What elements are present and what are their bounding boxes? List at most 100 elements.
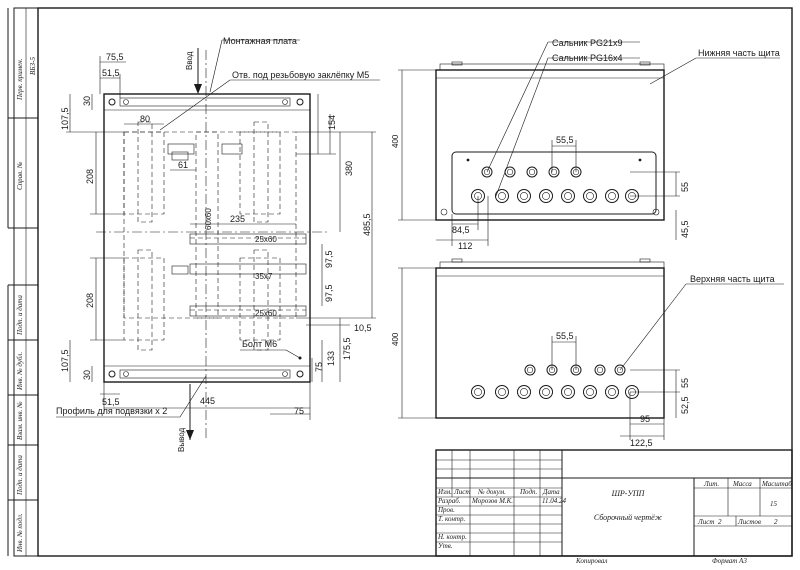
- gland-pg16-upper: [594, 364, 606, 376]
- thread-hole: [282, 371, 288, 377]
- profile-label: Профиль для подвязки х 2: [56, 406, 167, 416]
- upper-part-view: 400 55,5 55 52,5 95 122,5 Верхняя часть …: [391, 258, 784, 448]
- tb-massa: Масса: [732, 480, 752, 488]
- gland-pg21-lower: [517, 189, 531, 203]
- dim-51-5-bot: 51,5: [102, 397, 120, 407]
- gland-pg21-lower: [539, 189, 553, 203]
- gland-pg16-lower: [481, 166, 493, 178]
- corner-hole: [296, 370, 304, 378]
- gland-pg16-lower-inner: [506, 168, 514, 176]
- dim-55-bot: 55: [680, 378, 690, 388]
- gland-pg16-lower: [548, 166, 560, 178]
- thread-hole: [123, 99, 129, 105]
- side-code: ВБЗ-5: [29, 57, 37, 75]
- cable-glands: [466, 158, 642, 399]
- gland-pg21-lower-inner: [564, 192, 572, 200]
- tb-scale-value: 15: [770, 500, 778, 508]
- dim-52-5: 52,5: [680, 396, 690, 414]
- dim-61: 61: [178, 160, 188, 170]
- corner-hole: [296, 98, 304, 106]
- side-sprav: Справ. №: [16, 161, 24, 190]
- gland-pg21-lower: [583, 189, 597, 203]
- dim-485-5: 485,5: [362, 213, 372, 236]
- dim-55-5-bot: 55,5: [556, 331, 574, 341]
- gland-pg16-upper: [614, 364, 626, 376]
- screw-dot: [638, 158, 642, 162]
- gland-pg21-upper: [539, 385, 553, 399]
- dim-75-bot: 75: [294, 406, 304, 416]
- dim-30-bot: 30: [82, 370, 92, 380]
- dim-51-5-top: 51,5: [102, 68, 120, 78]
- dim-97-5-a: 97,5: [324, 250, 334, 268]
- tb-doc-name: Сборочный чертёж: [594, 513, 663, 522]
- tb-data: Дата: [542, 488, 560, 496]
- tb-sheets-label: Листов: [737, 518, 761, 526]
- dim-445: 445: [200, 396, 215, 406]
- gland-pg21-lower: [605, 189, 619, 203]
- side-vzam-inv: Взам. инв. №: [16, 401, 24, 440]
- gland-pg21-upper-inner: [520, 388, 528, 396]
- mounting-plate-view: 25х60 35х7 25х60 60х60 Ввод Вывод Монтаж…: [56, 36, 380, 452]
- tb-izm: Изм.: [437, 488, 452, 496]
- mounting-plate-label: Монтажная плата: [223, 36, 297, 46]
- dim-112: 112: [458, 241, 472, 251]
- gland-pg16-upper-inner: [526, 366, 534, 374]
- tb-list: Лист: [453, 488, 470, 496]
- dim-107-5-bot: 107,5: [60, 349, 70, 372]
- gland-pg21-upper: [561, 385, 575, 399]
- dim-154: 154: [327, 115, 337, 130]
- gland-pg21-upper-inner: [628, 388, 636, 396]
- gland-pg21-upper: [583, 385, 597, 399]
- gland-pg21-upper: [495, 385, 509, 399]
- dim-380: 380: [344, 161, 354, 176]
- gland-pg21-upper: [605, 385, 619, 399]
- dim-75-5: 75,5: [106, 52, 124, 62]
- gland-pg21-lower: [471, 189, 485, 203]
- rail-25x60-b: 25х60: [255, 309, 277, 318]
- top-slot: [119, 97, 291, 107]
- tb-designation: ШР-УПП: [611, 489, 646, 498]
- dim-30-top: 30: [82, 96, 92, 106]
- tb-podp: Подп.: [519, 488, 538, 496]
- side-inv-podl: Инв. № подл.: [16, 513, 24, 553]
- plate-dimensions: 75,5 51,5 30 107,5 80 61 208 154 380: [60, 52, 376, 420]
- lower-part-label: Нижняя часть щита: [698, 48, 780, 58]
- screw-dot: [466, 158, 470, 162]
- gland-pg21-lower-inner: [586, 192, 594, 200]
- dim-55-top: 55: [680, 182, 690, 192]
- gland-pg21-lower: [495, 189, 509, 203]
- dim-10-5: 10,5: [354, 323, 372, 333]
- gland-pg16-upper: [546, 364, 558, 376]
- gland-pg16-lower-inner: [550, 168, 558, 176]
- side-podp-data-2: Подп. и дата: [16, 455, 24, 496]
- lower-part-view: 400 55,5 55 45,5 84,5 112 Сальник PG21x9…: [391, 38, 780, 251]
- gland-pg21-lower: [625, 189, 639, 203]
- gland-pg21-upper-inner: [542, 388, 550, 396]
- tb-razrab-name: Морозов М.К.: [471, 497, 513, 505]
- dim-208-bot: 208: [85, 293, 95, 308]
- gland-pg21-upper-inner: [498, 388, 506, 396]
- tb-sheet-value: 2: [718, 518, 722, 526]
- dim-80: 80: [140, 114, 150, 124]
- plate-outline: [103, 93, 311, 383]
- output-label: Вывод: [177, 427, 186, 452]
- corner-hole: [108, 370, 116, 378]
- gland-pg16-upper-inner: [572, 366, 580, 374]
- gland-pg16-upper-inner: [548, 366, 556, 374]
- dim-55-5-top: 55,5: [556, 135, 574, 145]
- gland-pg21-label: Сальник PG21x9: [552, 38, 623, 48]
- gland-pg16-lower: [570, 166, 582, 178]
- dim-97-5-b: 97,5: [324, 284, 334, 302]
- dim-400-top: 400: [391, 134, 400, 148]
- gland-pg21-lower-inner: [628, 192, 636, 200]
- corner-hole: [108, 98, 116, 106]
- upper-part-label: Верхняя часть щита: [690, 274, 775, 284]
- lower-enclosure: [435, 69, 665, 221]
- thread-hole-label: Отв. под резьбовую заклёпку М5: [232, 70, 369, 80]
- bolt-label: Болт М6: [242, 339, 277, 349]
- dim-107-5-top: 107,5: [60, 107, 70, 130]
- tb-t-kontr: Т. контр.: [438, 515, 465, 523]
- dim-45-5: 45,5: [680, 220, 690, 238]
